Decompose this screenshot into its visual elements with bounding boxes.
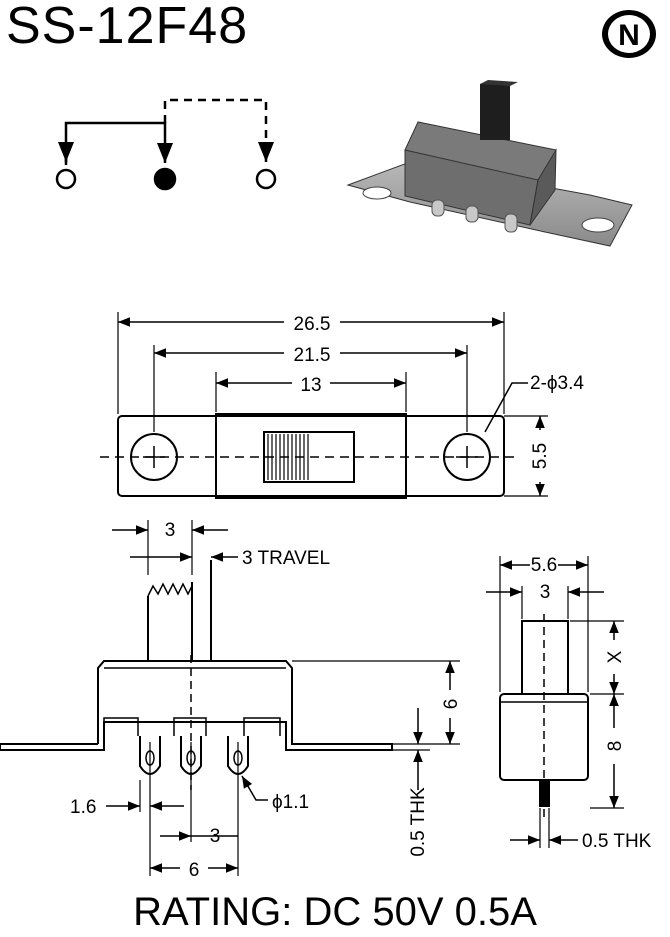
- terminal-left-circle: [55, 168, 77, 190]
- dim-travel: 3 TRAVEL: [242, 548, 330, 569]
- housing-outline: [215, 413, 407, 499]
- dim-actuator-width: 3: [165, 520, 176, 541]
- dim-width: 5.5: [530, 443, 551, 469]
- switch-body-outline: [0, 660, 393, 751]
- schematic-dashed-path: [163, 98, 274, 162]
- dim-housing-length: 13: [300, 375, 321, 396]
- terminal-common-dot: [153, 167, 177, 191]
- dim-hole-spacing: 21.5: [294, 345, 331, 366]
- slider-knob: [263, 431, 355, 483]
- dim-side-actuator-width: 3: [540, 582, 551, 603]
- part-number-title: SS-12F48: [6, 0, 249, 55]
- dim-overall-length: 26.5: [294, 314, 331, 335]
- dim-side-plate-thickness: 0.5 THK: [582, 831, 652, 852]
- dim-body-height: 8: [605, 741, 626, 752]
- product-illustration: [346, 80, 633, 247]
- front-view: [0, 520, 460, 876]
- dim-body-width: 5.6: [531, 555, 557, 576]
- dim-pin-span: 6: [189, 860, 200, 881]
- dim-height: 6: [441, 699, 462, 710]
- logo-letter: N: [618, 19, 640, 52]
- dim-hole-label: 2-ϕ3.4: [530, 373, 584, 394]
- side-actuator-outline: [521, 620, 569, 695]
- rating-label: RATING: DC 50V 0.5A: [133, 890, 537, 934]
- schematic-symbol: [55, 98, 277, 191]
- dim-actuator-height: X: [605, 650, 626, 663]
- terminal-right-circle: [255, 168, 277, 190]
- dim-pin-pitch: 3: [210, 826, 221, 847]
- dim-pin-diameter: ϕ1.1: [272, 792, 309, 813]
- side-view: [486, 556, 624, 848]
- top-view: [100, 312, 548, 499]
- schematic-solid-path: [64, 121, 173, 165]
- mounting-plate-outline: [117, 415, 505, 497]
- dim-pin-offset: 1.6: [70, 797, 96, 818]
- brand-logo: N: [602, 10, 656, 58]
- dim-plate-thickness: 0.5 THK: [408, 787, 429, 857]
